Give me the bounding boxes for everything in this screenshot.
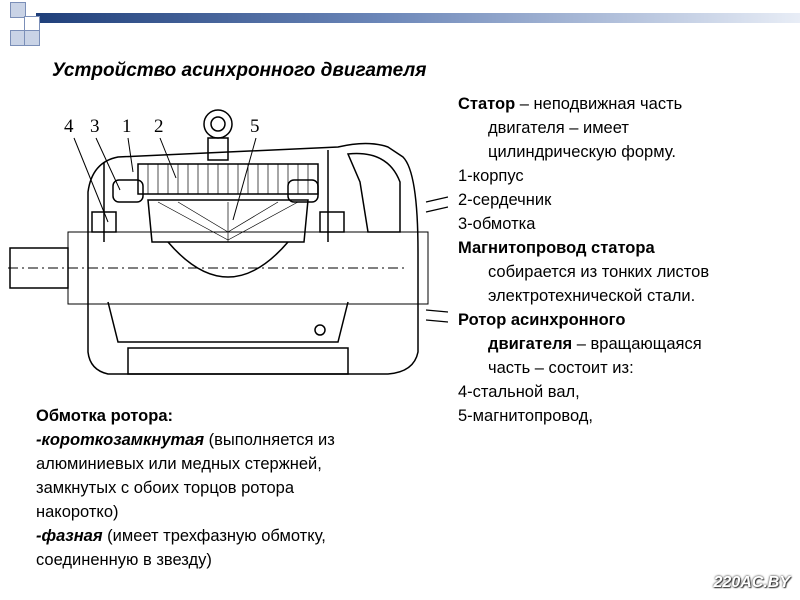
stator-item-2: 2-сердечник <box>458 191 552 209</box>
top-gradient-bar <box>0 0 800 48</box>
rotor-heading: Ротор асинхронного <box>458 308 796 332</box>
motor-diagram-svg: 4 3 1 2 5 <box>8 109 449 375</box>
rotor-term: Ротор асинхронного <box>458 311 626 329</box>
phase-line1: -фазная (имеет трехфазную обмотку, <box>36 524 436 548</box>
phase-term: -фазная <box>36 527 103 545</box>
magnet-core-term: Магнитопровод статора <box>458 239 655 257</box>
diagram-label-3: 3 <box>90 116 100 137</box>
rotor-core <box>147 199 309 243</box>
watermark: 220AC.BY <box>713 574 790 591</box>
diagram-label-4: 4 <box>64 116 74 137</box>
end-winding-right <box>287 179 319 203</box>
bearing-right <box>319 211 345 233</box>
phase-rest: (имеет трехфазную обмотку, <box>102 527 326 545</box>
leader-lines <box>73 137 257 223</box>
lifting-eye <box>203 109 233 139</box>
top-bar-stripe <box>36 13 800 23</box>
magnet-core-line2: собирается из тонких листов <box>488 263 710 281</box>
rotor-definition-line3: часть – состоит из: <box>488 359 634 377</box>
housing-outline <box>87 142 419 375</box>
short-circuit-term: -короткозамкнутая <box>36 431 205 449</box>
diagram-label-1: 1 <box>122 116 132 137</box>
rotor-item-5: 5-магнитопровод, <box>458 407 593 425</box>
deco-square-1 <box>10 2 26 18</box>
fan-cover <box>346 152 401 233</box>
stator-rotor-description: Статор – неподвижная часть двигателя – и… <box>458 92 796 428</box>
diagram-label-2: 2 <box>154 116 164 137</box>
rotor-item-4: 4-стальной вал, <box>458 383 580 401</box>
lower-housing <box>107 301 349 343</box>
stator-definition-line3: цилиндрическую форму. <box>488 143 676 161</box>
stator-term: Статор <box>458 95 516 113</box>
short-circuit-line4: накоротко) <box>36 503 119 521</box>
housing-base <box>127 347 349 375</box>
slide-title: Устройство асинхронного двигателя <box>52 60 427 81</box>
shaft-end <box>9 247 69 289</box>
short-circuit-line2: алюминиевых или медных стержней, <box>36 455 322 473</box>
lifting-eye-hole <box>210 116 226 132</box>
deco-square-4 <box>24 30 40 46</box>
rotor-definition-line2: двигателя – вращающаяся <box>458 332 796 356</box>
phase-line2: соединенную в звезду) <box>36 551 212 569</box>
magnet-core-line3: электротехнической стали. <box>488 287 696 305</box>
motor-diagram: 4 3 1 2 5 <box>8 102 449 392</box>
housing-bolt <box>314 324 326 336</box>
lifting-eye-stem <box>207 137 229 161</box>
short-circuit-rest: (выполняется из <box>204 431 335 449</box>
end-winding-left <box>112 179 144 203</box>
stator-definition-line1: Статор – неподвижная часть <box>458 92 796 116</box>
rotor-winding-description: Обмотка ротора: -короткозамкнутая (выпол… <box>36 404 436 572</box>
stator-item-1: 1-корпус <box>458 167 524 185</box>
rotor-winding-heading: Обмотка ротора: <box>36 404 436 428</box>
rotor-term-2: двигателя <box>488 335 573 353</box>
airflow-arrows <box>425 196 449 323</box>
diagram-label-5: 5 <box>250 116 260 137</box>
shaft-body <box>67 231 429 305</box>
top-bar-graphic <box>36 13 800 23</box>
short-circuit-line3: замкнутых с обоих торцов ротора <box>36 479 295 497</box>
stator-item-3: 3-обмотка <box>458 215 536 233</box>
rotor-definition-rest: – вращающаяся <box>572 335 702 353</box>
stator-definition-line2: двигателя – имеет <box>488 119 629 137</box>
rotor-winding-heading-text: Обмотка ротора: <box>36 407 174 425</box>
rotor-lower-curve <box>167 241 289 278</box>
magnet-core-heading: Магнитопровод статора <box>458 236 796 260</box>
stator-definition-rest: – неподвижная часть <box>515 95 683 113</box>
short-circuit-line1: -короткозамкнутая (выполняется из <box>36 428 436 452</box>
rotor-hatch <box>157 201 299 242</box>
